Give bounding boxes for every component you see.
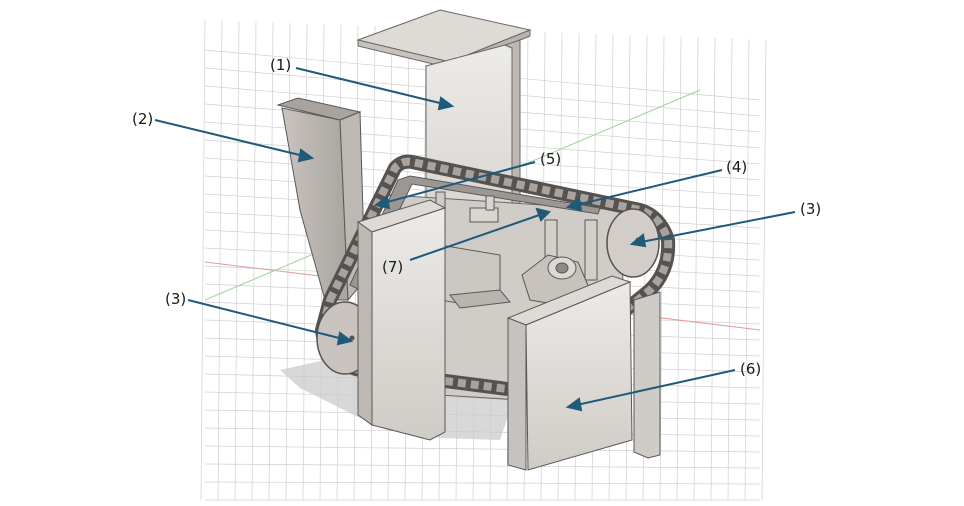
grid-line <box>234 21 240 501</box>
arrowhead-3b <box>629 233 647 248</box>
leader-7 <box>409 212 546 261</box>
arrowhead-7 <box>535 207 551 222</box>
callout-label-4: (4) <box>726 158 748 176</box>
right-legs <box>633 291 661 459</box>
leader-3b <box>635 211 796 244</box>
arrowhead-1 <box>437 96 455 111</box>
front-cover <box>506 275 633 471</box>
leader-6 <box>571 369 736 407</box>
grid-line <box>744 39 750 501</box>
leader-lines <box>154 67 796 412</box>
grid-line <box>268 22 274 501</box>
grid-line <box>200 19 206 501</box>
arrowhead-4 <box>565 197 583 212</box>
grid-line <box>204 445 761 453</box>
grid-line <box>761 39 767 501</box>
arrowhead-6 <box>565 397 583 412</box>
callout-label-6: (6) <box>740 360 762 378</box>
leader-3a <box>187 299 348 341</box>
callout-label-3-left: (3) <box>165 290 187 308</box>
grid-line <box>302 23 308 501</box>
grid-line <box>710 37 716 501</box>
grid-line <box>285 22 291 501</box>
callout-label-7: (7) <box>382 258 404 276</box>
arrowhead-5 <box>373 195 391 210</box>
grid-line <box>217 20 223 501</box>
grid-line <box>251 21 257 501</box>
front-left-housing <box>356 199 447 441</box>
leader-2 <box>154 119 309 158</box>
arrowhead-2 <box>297 148 315 163</box>
grid-line <box>204 463 761 469</box>
leader-1 <box>295 67 449 106</box>
grid-line <box>204 481 761 485</box>
callout-label-2: (2) <box>132 110 154 128</box>
grid-line <box>676 36 682 501</box>
grid-line <box>693 37 699 501</box>
arrowhead-3a <box>336 331 354 346</box>
grid-line <box>727 38 733 501</box>
callout-label-5: (5) <box>540 150 562 168</box>
callout-label-1: (1) <box>270 56 292 74</box>
callout-label-3-right: (3) <box>800 200 822 218</box>
leader-4 <box>571 169 723 207</box>
leader-5 <box>379 161 536 205</box>
